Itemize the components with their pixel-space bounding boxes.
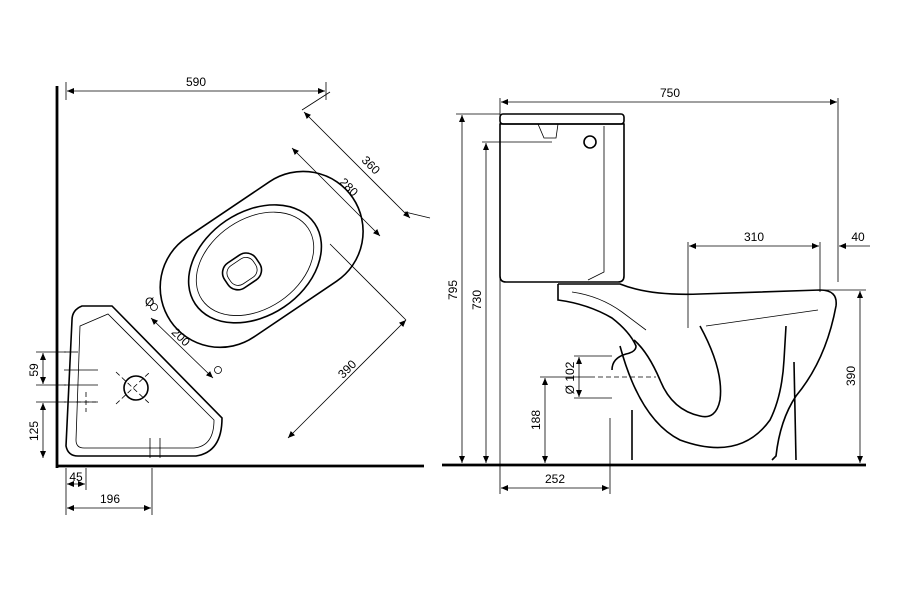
- cistern: [482, 113, 625, 283]
- dim-390-side: 390: [824, 289, 866, 463]
- dim-45-label: 45: [69, 470, 83, 484]
- dim-730: 730: [470, 143, 489, 463]
- dim-252: 252: [499, 210, 611, 494]
- side-view: 750 310 40 795 730 390: [442, 86, 870, 494]
- dim-750-label: 750: [660, 86, 680, 100]
- dim-45: 45: [65, 468, 87, 515]
- dim-125: 125: [27, 401, 66, 458]
- dim-390-side-label: 390: [844, 366, 858, 386]
- dim-310: 310: [687, 230, 821, 328]
- diameter-symbol-1: Ø: [145, 295, 154, 309]
- dim-188-label: 188: [529, 410, 543, 430]
- dim-390-top-label: 390: [335, 357, 359, 381]
- dim-310-label: 310: [744, 230, 764, 244]
- bolt-hole-1: [150, 303, 158, 311]
- dim-196: 196: [67, 468, 153, 515]
- dim-730-label: 730: [470, 290, 484, 310]
- dim-125-label: 125: [27, 421, 41, 441]
- dim-40-label: 40: [851, 230, 865, 244]
- dim-59-label: 59: [27, 363, 41, 377]
- bowl-side: [557, 283, 837, 461]
- dim-200: 200: [150, 317, 214, 379]
- dim-280-label: 280: [337, 175, 361, 199]
- dim-pipe-label: Ø 102: [563, 361, 577, 394]
- dim-360: 360: [301, 91, 431, 219]
- dim-795-label: 795: [446, 280, 460, 300]
- bolt-hole-2: [214, 366, 222, 374]
- dim-188: 188: [529, 376, 590, 463]
- dim-40: 40: [839, 230, 870, 249]
- dim-196-label: 196: [100, 492, 120, 506]
- dim-795: 795: [446, 113, 500, 463]
- corner-tank: [64, 305, 223, 458]
- dim-590-label: 590: [186, 75, 206, 89]
- dim-pipe: Ø 102: [563, 355, 656, 399]
- flush-button: [583, 135, 597, 149]
- dim-59: 59: [27, 351, 66, 386]
- dim-252-label: 252: [545, 472, 565, 486]
- dim-750: 750: [499, 86, 839, 282]
- dim-200-label: 200: [169, 325, 193, 349]
- drain-circle: [123, 375, 149, 401]
- dim-360-label: 360: [359, 153, 383, 177]
- top-view: 590 Ø: [27, 75, 431, 515]
- dim-590: 590: [65, 75, 327, 100]
